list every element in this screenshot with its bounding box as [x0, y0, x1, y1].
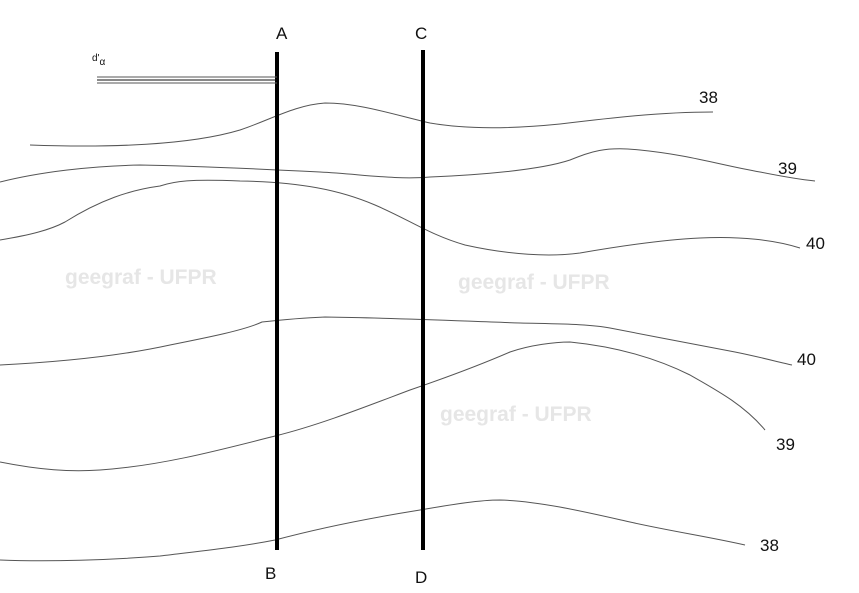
contour-label-39-top: 39: [778, 159, 797, 178]
contour-line-39-top: [0, 148, 816, 183]
contour-label-38-bottom: 38: [760, 536, 779, 555]
watermark-2: geegraf - UFPR: [458, 271, 610, 294]
contour-label-40-top: 40: [806, 234, 825, 253]
contour-label-38-top: 38: [699, 88, 718, 107]
contour-line-39-bottom: [0, 341, 766, 472]
label-a: A: [276, 24, 288, 43]
distance-marker-subscript: α: [99, 57, 105, 68]
watermark-3: geegraf - UFPR: [440, 403, 592, 426]
contour-label-39-bottom: 39: [776, 435, 795, 454]
distance-marker-label: d'α: [92, 53, 105, 68]
contour-line-40-top: [0, 179, 801, 256]
contour-label-40-bottom: 40: [797, 350, 816, 369]
contour-line-38-top: [29, 102, 714, 147]
watermark-1: geegraf - UFPR: [65, 266, 217, 289]
label-d: D: [415, 568, 427, 587]
distance-marker-symbol: d': [92, 53, 100, 64]
contour-line-40-bottom: [0, 316, 793, 366]
label-b: B: [265, 564, 276, 583]
contour-line-38-bottom: [0, 499, 746, 562]
label-c: C: [415, 24, 427, 43]
